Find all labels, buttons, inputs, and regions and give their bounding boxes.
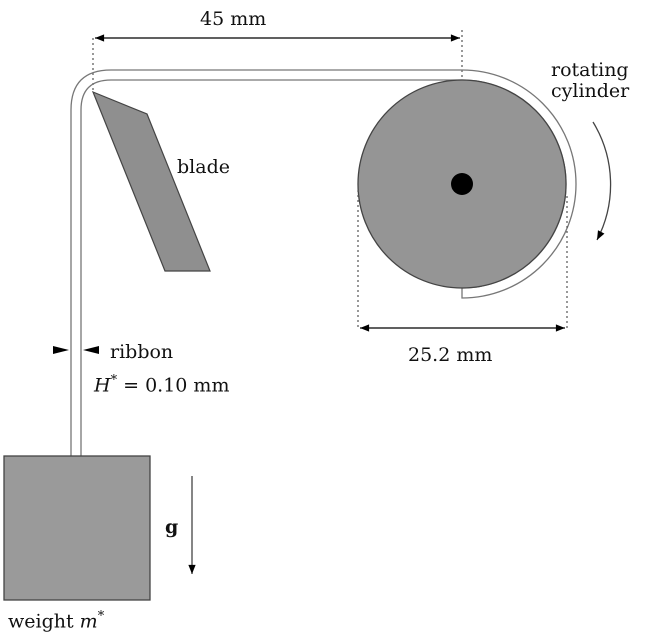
- diameter-dimension-label: 25.2 mm: [408, 344, 493, 366]
- mass-sup: *: [97, 609, 105, 624]
- thickness-value: = 0.10 mm: [123, 374, 230, 397]
- rotation-arrow-icon: [592, 121, 612, 241]
- thickness-sup: *: [110, 373, 118, 388]
- weight-word: weight: [8, 610, 74, 633]
- weight-label: weight m*: [8, 610, 104, 631]
- ribbon-label: ribbon: [110, 341, 174, 363]
- thickness-label: H* = 0.10 mm: [94, 374, 229, 395]
- blade-label: blade: [177, 156, 230, 178]
- axle: [451, 173, 473, 195]
- mass-symbol: m: [79, 610, 98, 633]
- weight-block: [3, 455, 151, 601]
- thickness-symbol: H: [94, 374, 111, 397]
- blade: [91, 90, 211, 272]
- width-dimension-line: [92, 30, 463, 90]
- gravity-label: g: [165, 516, 179, 538]
- diameter-dimension-line: [357, 190, 568, 332]
- cylinder-label-line2: cylinder: [551, 80, 630, 102]
- thickness-arrows: [53, 346, 99, 354]
- cylinder-label-line1: rotating: [551, 59, 629, 81]
- width-dimension-label: 45 mm: [200, 8, 267, 30]
